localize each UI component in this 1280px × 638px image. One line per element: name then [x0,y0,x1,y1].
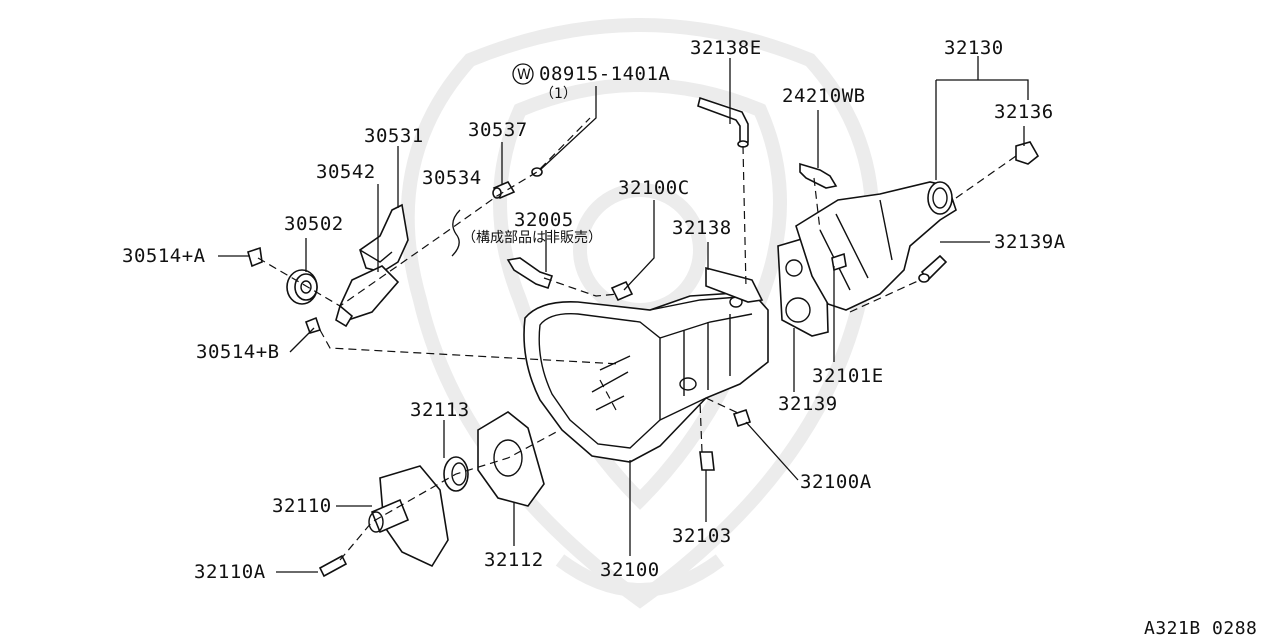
callout-32103: 32103 [672,525,732,547]
callout-32138: 32138 [672,217,732,239]
callout-30531: 30531 [364,125,424,147]
breather-tube-32138e [697,96,749,148]
callout-32112: 32112 [484,549,544,571]
bolt-32110a [318,554,348,578]
release-bearing-30502 [286,269,318,305]
callout-32005-note: （構成部品は非販売） [462,230,602,246]
callout-32138e: 32138E [690,37,762,59]
callout-30502: 30502 [284,213,344,235]
callout-32136: 32136 [994,101,1054,123]
callout-30537: 30537 [468,119,528,141]
leader-lines [218,56,1029,573]
callout-30542: 30542 [316,161,376,183]
gasket-32112 [477,411,545,507]
callout-24210wb: 24210WB [782,85,866,107]
switch-32005 [506,257,554,290]
callout-32130: 32130 [944,37,1004,59]
callout-30514b: 30514+B [196,341,280,363]
svg-text:W: W [517,67,531,83]
transmission-case-32100 [523,291,769,463]
washer-symbol: W [512,63,534,85]
callout-32100: 32100 [600,559,660,581]
clip-30514b [304,316,322,334]
adapter-32138 [705,266,764,303]
withdrawal-lever-30531 [335,203,409,328]
callout-32005: 32005 [514,209,574,231]
alignment-lines [257,117,1017,561]
drain-plug-32103 [699,451,715,471]
callout-32110a: 32110A [194,561,266,583]
callout-32100a: 32100A [800,471,872,493]
callout-30534: 30534 [422,167,482,189]
callout-32110: 32110 [272,495,332,517]
callout-32101e: 32101E [812,365,884,387]
callout-32139a: 32139A [994,231,1066,253]
oil-seal-32136 [1015,141,1040,165]
front-cover-32110 [368,465,449,568]
callout-32139: 32139 [778,393,838,415]
callout-32100c: 32100C [618,177,690,199]
callout-08915-1401a: 08915-1401A [539,63,670,85]
bracket-24210wb [799,162,838,189]
callout-labels: 32130 32136 32138E 24210WB W 08915-1401A… [122,37,1257,638]
figure-code: A321B 0288 [1144,618,1257,638]
callout-08915-quantity: （1） [540,86,577,102]
bolt-32139a [918,254,948,283]
spring-30534 [451,209,461,257]
clip-30514a [247,246,263,268]
callout-32113: 32113 [410,399,470,421]
callout-30514a: 30514+A [122,245,206,267]
rear-extension-32130 [795,181,957,311]
